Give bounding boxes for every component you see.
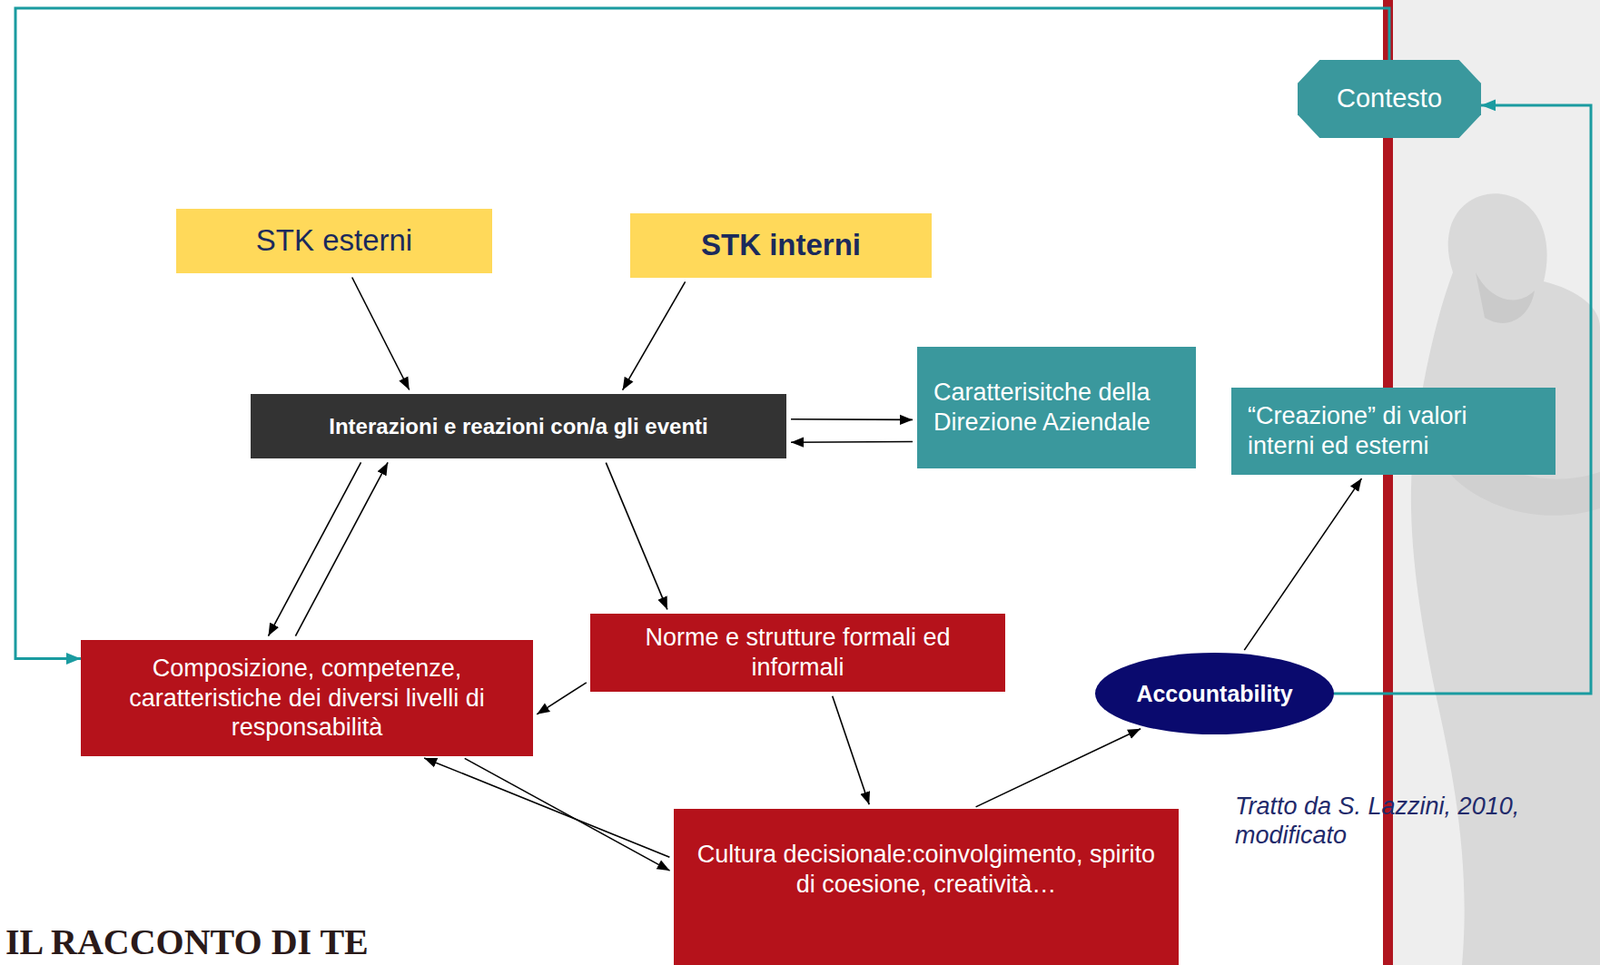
arrow [832, 696, 870, 806]
logo-text: IL RACCONTO DI TE [5, 920, 478, 965]
arrow [790, 418, 913, 421]
node-text: Accountability [1104, 680, 1325, 709]
context-badge: Contesto [1297, 59, 1482, 139]
accountability-ellipse: Accountability [1095, 652, 1334, 735]
text-wrap: Accountability [1095, 680, 1334, 709]
node-text: Contesto [1306, 82, 1472, 115]
text-wrap: Composizione, competenze, caratteristich… [80, 653, 534, 744]
info-box: Caratterisitche della Direzione Aziendal… [917, 346, 1196, 469]
text-wrap: “Creazione” di valori interni ed esterni [1231, 401, 1556, 462]
stakeholder-box: STK esterni [176, 208, 493, 274]
stakeholder-box: STK interni [630, 213, 932, 278]
node-text: Caratterisitche della Direzione Aziendal… [933, 377, 1180, 438]
node-text: Cultura decisionale:coinvolgimento, spir… [686, 839, 1166, 900]
node-text: Norme e strutture formali ed informali [599, 622, 997, 683]
info-box: “Creazione” di valori interni ed esterni [1231, 387, 1556, 475]
feedback-arrow [15, 8, 1390, 660]
arrow [352, 277, 410, 391]
text-wrap: Contesto [1297, 82, 1482, 115]
arrow [976, 729, 1142, 808]
factor-box: Norme e strutture formali ed informali [590, 613, 1006, 692]
text-wrap: Caratterisitche della Direzione Aziendal… [917, 377, 1196, 438]
node-text: STK esterni [183, 222, 485, 259]
arrow [295, 462, 388, 636]
factor-box: Composizione, competenze, caratteristich… [80, 640, 534, 757]
arrow [1244, 478, 1362, 651]
arrow [790, 441, 913, 444]
octagon-fill [1297, 59, 1482, 139]
text-wrap: STK interni [630, 227, 932, 264]
text-wrap: Norme e strutture formali ed informali [590, 622, 1006, 683]
arrow [464, 758, 671, 871]
ellipse-fill [1095, 652, 1334, 735]
factor-box: Cultura decisionale:coinvolgimento, spir… [673, 809, 1179, 965]
arrow [622, 281, 686, 390]
arrow [268, 462, 362, 636]
text-wrap: STK esterni [176, 222, 493, 259]
arrow [536, 682, 587, 715]
side-panel [1392, 0, 1600, 965]
node-text: STK interni [637, 227, 925, 264]
statue-beard [1475, 272, 1535, 324]
process-box: Interazioni e reazioni con/a gli eventi [250, 394, 787, 459]
text-wrap: Interazioni e reazioni con/a gli eventi [250, 413, 787, 440]
red-band [1382, 0, 1393, 965]
text-wrap: Cultura decisionale:coinvolgimento, spir… [673, 839, 1179, 900]
arrow [424, 758, 670, 858]
node-text: Composizione, competenze, caratteristich… [91, 653, 523, 744]
node-text: Interazioni e reazioni con/a gli eventi [259, 413, 778, 440]
statue-figure [1411, 193, 1600, 965]
node-text: “Creazione” di valori interni ed esterni [1247, 401, 1540, 462]
source-note: Tratto da S. Lazzini, 2010, modificato [1234, 791, 1581, 851]
arrow [605, 463, 668, 611]
